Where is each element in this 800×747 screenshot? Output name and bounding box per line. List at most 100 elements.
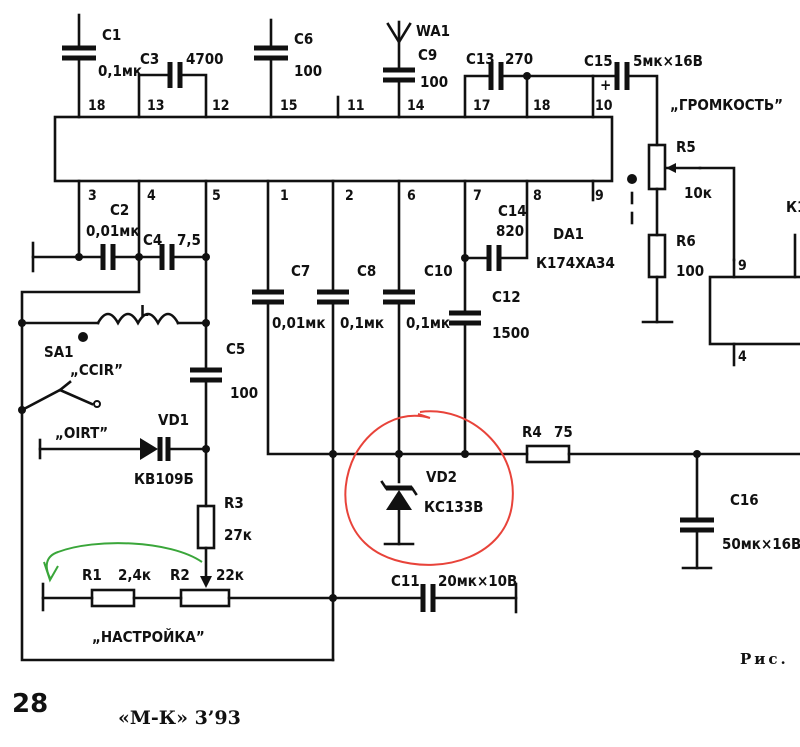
- volume-label: „ГРОМКОСТЬ”: [670, 96, 783, 114]
- svg-text:C4: C4: [143, 231, 162, 249]
- svg-text:C10: C10: [424, 262, 453, 280]
- svg-text:27к: 27к: [224, 526, 252, 544]
- pin-label: 18: [533, 98, 551, 114]
- pin-label: 12: [212, 98, 230, 114]
- capacitor-c2: C2 0,01мк: [31, 201, 164, 273]
- resistor-r3: R3 27к: [196, 494, 252, 588]
- capacitor-c1: C1 0,1мк: [62, 13, 142, 119]
- svg-text:C1: C1: [102, 26, 121, 44]
- test-point: [627, 174, 637, 225]
- pin-label: 7: [473, 188, 482, 204]
- svg-text:820: 820: [496, 222, 524, 240]
- pin-label: 14: [407, 98, 425, 114]
- block-k1: 9 4 К1: [708, 198, 800, 367]
- tuning-label: „НАСТРОЙКА”: [92, 627, 205, 646]
- svg-text:5мк×16В: 5мк×16В: [633, 52, 703, 70]
- svg-text:SA1: SA1: [44, 343, 74, 361]
- svg-text:100: 100: [294, 62, 322, 80]
- svg-text:„OIRT”: „OIRT”: [55, 424, 108, 442]
- ic-da1-body: [53, 115, 614, 183]
- svg-text:7,5: 7,5: [177, 231, 201, 249]
- pin-label: 8: [533, 188, 542, 204]
- svg-text:WA1: WA1: [416, 22, 450, 40]
- pin-label: 10: [595, 98, 613, 114]
- pin-label: 5: [212, 188, 221, 204]
- svg-text:C12: C12: [492, 288, 521, 306]
- svg-text:R6: R6: [676, 232, 696, 250]
- green-arrow-annotation: [43, 542, 203, 583]
- capacitor-c10: C10 0,1мк: [383, 179, 453, 484]
- capacitor-c15: C15 + 5мк×16В: [584, 52, 703, 147]
- capacitor-c5: C5 100: [190, 340, 258, 508]
- resistor-r6: R6 100: [641, 232, 704, 324]
- svg-text:C2: C2: [110, 201, 129, 219]
- zener-vd2: VD2 КС133В: [380, 468, 483, 546]
- svg-text:„CCIR”: „CCIR”: [70, 361, 123, 379]
- svg-text:R4: R4: [522, 423, 542, 441]
- journal-reference: «М-К» 3’93: [118, 707, 241, 729]
- svg-text:R5: R5: [676, 138, 696, 156]
- svg-text:C15: C15: [584, 52, 613, 70]
- capacitor-c12: C12 1500: [449, 288, 530, 456]
- ic-bottom-pins: 3 4 5 1 2 6 7 8 9: [88, 188, 604, 204]
- svg-text:+: +: [600, 76, 611, 94]
- pin-label: 3: [88, 188, 97, 204]
- pin-label: 9: [595, 188, 604, 204]
- svg-text:100: 100: [230, 384, 258, 402]
- pin-label: 4: [147, 188, 156, 204]
- red-circle-annotation: [344, 410, 514, 566]
- pin-label: 15: [280, 98, 298, 114]
- svg-text:100: 100: [420, 73, 448, 91]
- figure-caption: Рис.: [740, 650, 789, 668]
- svg-text:R1: R1: [82, 566, 102, 584]
- capacitor-c4: C4 7,5: [143, 231, 208, 270]
- svg-text:C5: C5: [226, 340, 245, 358]
- capacitor-c14: C14 820: [461, 179, 529, 315]
- svg-text:0,1мк: 0,1мк: [406, 314, 450, 332]
- svg-text:C8: C8: [357, 262, 376, 280]
- pin-label: 1: [280, 188, 289, 204]
- resistor-r2: R2 22к: [170, 566, 335, 608]
- svg-text:0,1мк: 0,1мк: [98, 62, 142, 80]
- svg-text:22к: 22к: [216, 566, 244, 584]
- svg-text:75: 75: [554, 423, 573, 441]
- capacitor-c9: C9 100: [383, 46, 448, 119]
- resistor-r5: R5 10к: [647, 138, 736, 262]
- pin-label: 18: [88, 98, 106, 114]
- svg-text:9: 9: [738, 258, 747, 274]
- capacitor-c11: C11 20мк×10В: [331, 572, 517, 614]
- resistor-r4: R4 75: [522, 423, 800, 464]
- svg-text:2,4к: 2,4к: [118, 566, 151, 584]
- svg-text:0,01мк: 0,01мк: [86, 222, 140, 240]
- pin-label: 13: [147, 98, 165, 114]
- pin-label: 11: [347, 98, 365, 114]
- svg-text:C9: C9: [418, 46, 437, 64]
- svg-text:0,1мк: 0,1мк: [340, 314, 384, 332]
- capacitor-c16: C16 50мк×16В: [680, 452, 800, 570]
- svg-text:R2: R2: [170, 566, 190, 584]
- svg-text:C14: C14: [498, 202, 527, 220]
- capacitor-c13: C13 270: [463, 50, 617, 119]
- ic-name: DA1: [553, 225, 584, 243]
- svg-text:C3: C3: [140, 50, 159, 68]
- svg-text:КС133В: КС133В: [424, 498, 483, 516]
- capacitor-c7: C7 0,01мк: [252, 179, 335, 456]
- svg-text:C11: C11: [391, 572, 420, 590]
- svg-text:L: L: [140, 302, 149, 320]
- capacitor-c6: C6 100: [254, 18, 322, 119]
- svg-text:4: 4: [738, 349, 747, 365]
- svg-text:10к: 10к: [684, 184, 712, 202]
- coil-l: L: [18, 255, 335, 662]
- svg-text:100: 100: [676, 262, 704, 280]
- svg-text:270: 270: [505, 50, 533, 68]
- svg-text:1500: 1500: [492, 324, 530, 342]
- capacitor-c8: C8 0,1мк: [317, 179, 384, 662]
- svg-text:VD2: VD2: [426, 468, 457, 486]
- svg-text:C7: C7: [291, 262, 310, 280]
- svg-text:КВ109Б: КВ109Б: [134, 470, 194, 488]
- pin-label: 6: [407, 188, 416, 204]
- capacitor-c3: C3 4700: [137, 50, 224, 119]
- pin-label: 17: [473, 98, 491, 114]
- svg-text:C6: C6: [294, 30, 313, 48]
- svg-text:0,01мк: 0,01мк: [272, 314, 326, 332]
